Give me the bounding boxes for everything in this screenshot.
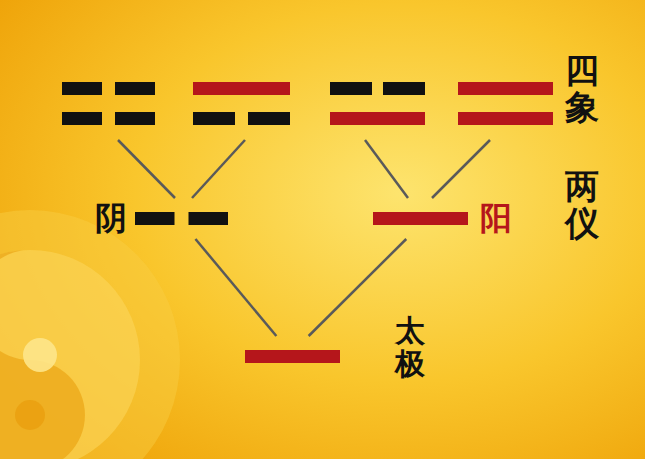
line-segment: [245, 350, 340, 363]
yin-line: [115, 82, 155, 95]
yang-line-symbol: [373, 212, 468, 225]
yin-line: [193, 112, 235, 125]
yin-yang-dark-half: [0, 250, 85, 459]
branch-line: [192, 140, 245, 198]
yang-line: [458, 82, 553, 95]
yin-line: [115, 112, 155, 125]
connector-line: [195, 239, 276, 336]
stage-label: 两仪: [565, 168, 599, 243]
node-label: 阳: [480, 197, 512, 241]
symbol-node: 阳: [373, 198, 468, 239]
yin-line: [383, 82, 425, 95]
symbol-node: 太极: [245, 336, 340, 377]
connector-line: [309, 239, 407, 336]
yang-line-symbol: [245, 350, 340, 363]
branch-line: [365, 140, 408, 198]
yin-line: [248, 112, 290, 125]
yang-line: [458, 112, 553, 125]
symbol-node: 阴: [135, 198, 228, 239]
stage-label: 四象: [565, 52, 599, 127]
line-segment: [135, 212, 175, 225]
yin-line: [330, 82, 372, 95]
branch-line: [432, 140, 490, 198]
line-segment: [373, 212, 468, 225]
line-segment: [189, 212, 229, 225]
yin-yang-dot: [15, 400, 45, 430]
yin-line-symbol: [135, 212, 228, 225]
yang-line: [330, 112, 425, 125]
yin-yang-halo: [0, 210, 180, 459]
node-label: 太极: [395, 314, 425, 380]
four-images-symbols: [62, 82, 553, 125]
yang-line: [193, 82, 290, 95]
yin-yang-dot: [23, 338, 57, 372]
yin-yang-disc: [0, 250, 140, 459]
branch-line: [118, 140, 175, 198]
branch-lines: [118, 140, 490, 198]
yin-line: [62, 112, 102, 125]
node-label: 阴: [95, 197, 127, 241]
yin-line: [62, 82, 102, 95]
